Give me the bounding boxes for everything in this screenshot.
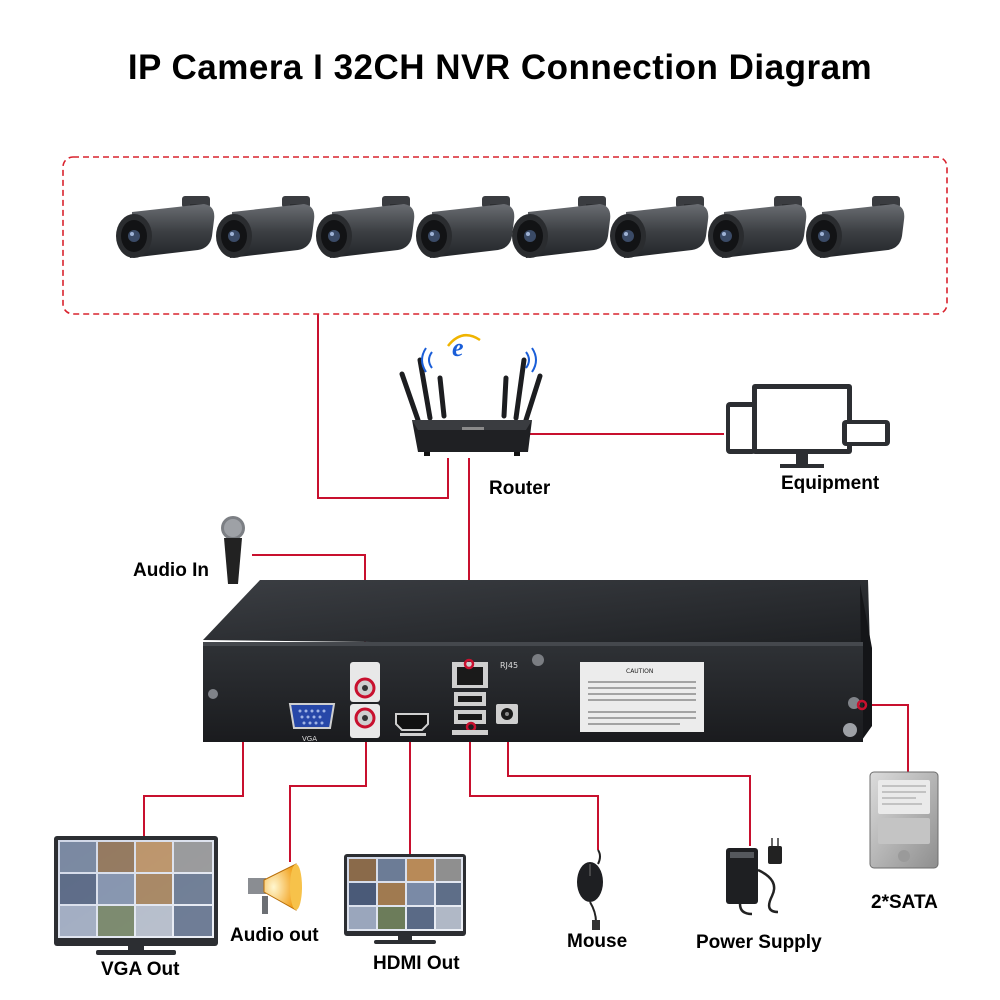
camera-icon <box>708 196 807 258</box>
camera-icon <box>216 196 315 258</box>
camera-icon <box>316 196 415 258</box>
microphone-icon <box>221 516 245 584</box>
hdmi-port <box>395 713 429 731</box>
line-power <box>507 725 751 846</box>
vga-port <box>288 703 336 729</box>
camera-icon <box>806 196 905 258</box>
line-mouse <box>469 730 599 850</box>
line-sata <box>862 704 909 774</box>
router-icon <box>399 357 543 456</box>
equipment-group <box>726 384 890 468</box>
caution-label: CAUTION <box>626 668 653 675</box>
speaker-icon <box>248 863 302 914</box>
power-supply-label: Power Supply <box>696 932 822 953</box>
vga-out-label: VGA Out <box>101 959 180 980</box>
vga-panel-label: VGA <box>302 735 317 743</box>
camera-icon <box>416 196 515 258</box>
nvr-device: VGA RJ45 CAUTION <box>203 580 872 743</box>
hard-drive-icon <box>869 771 939 869</box>
router-label: Router <box>489 478 551 499</box>
camera-group <box>116 196 905 258</box>
page-title: IP Camera I 32CH NVR Connection Diagram <box>127 48 873 87</box>
line-cameras-router <box>317 314 449 499</box>
tablet-icon <box>726 402 756 454</box>
power-adapter-icon <box>726 838 782 916</box>
audio-in-label: Audio In <box>133 560 209 581</box>
camera-icon <box>512 196 611 258</box>
mouse-label: Mouse <box>567 931 628 952</box>
sata-label: 2*SATA <box>871 892 938 913</box>
hdmi-monitor-icon <box>344 854 466 944</box>
camera-icon <box>116 196 215 258</box>
svg-text:e: e <box>452 333 464 362</box>
caution-sticker <box>580 662 704 732</box>
connection-lines <box>143 314 909 862</box>
camera-icon <box>610 196 709 258</box>
mouse-icon <box>577 849 603 930</box>
monitor-icon <box>752 384 852 468</box>
rj45-panel-label: RJ45 <box>500 661 518 670</box>
cameras-frame <box>62 156 948 315</box>
hdmi-out-label: HDMI Out <box>373 953 460 974</box>
audio-out-label: Audio out <box>230 925 319 946</box>
phone-icon <box>842 420 890 446</box>
vga-monitor-icon <box>54 836 218 955</box>
equipment-label: Equipment <box>781 473 880 494</box>
line-audio-out <box>289 725 367 862</box>
ie-logo-icon: e <box>421 333 537 373</box>
